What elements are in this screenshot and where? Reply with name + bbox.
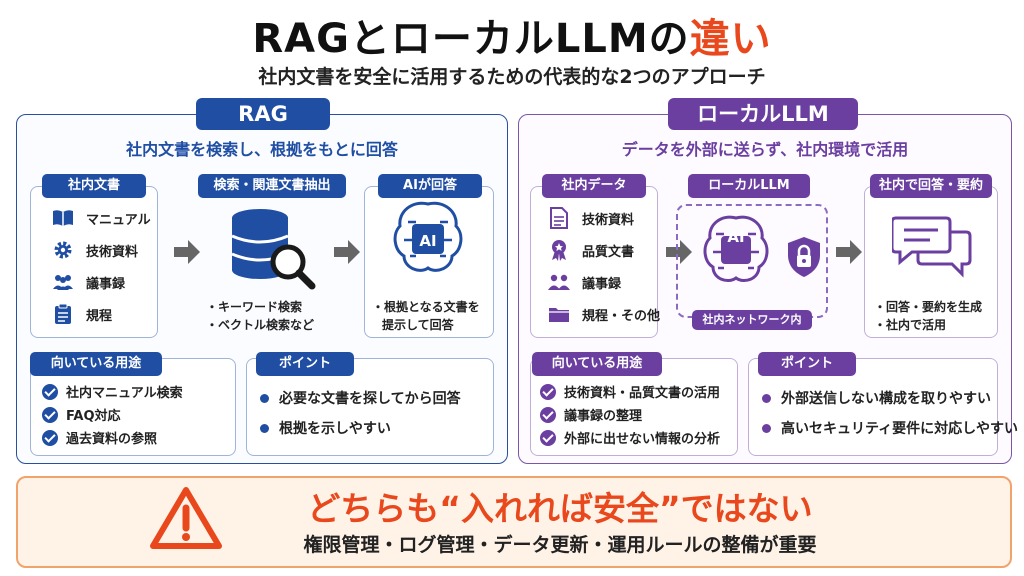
arrow-right-icon (334, 240, 360, 264)
llm-use-item: 議事録の整理 (540, 405, 642, 424)
arrow-right-icon (666, 240, 692, 264)
llm-data-item: 議事録 (548, 271, 621, 293)
llm-uses-label: 向いている用途 (532, 352, 662, 376)
warning-icon (150, 487, 222, 549)
internal-network-label: 社内ネットワーク内 (692, 310, 812, 330)
llm-tag: ローカルLLM (668, 98, 858, 130)
warning-title: どちらも“入れれば安全”ではない (307, 489, 813, 528)
rag-docs-label: 社内文書 (42, 174, 146, 198)
rag-doc-item: 技術資料 (52, 239, 138, 261)
llm-data-item: 品質文書 (548, 239, 634, 261)
arrow-right-icon (174, 240, 200, 264)
clipboard-icon (52, 303, 74, 325)
ai-brain-icon (703, 215, 769, 282)
check-icon (42, 406, 58, 423)
llm-model-label: ローカルLLM (688, 174, 810, 198)
title-main: RAGとローカルLLMの (252, 16, 690, 62)
llm-data-item: 規程・その他 (548, 303, 660, 325)
title-accent: 違い (689, 16, 772, 62)
shield-lock-icon (788, 237, 820, 277)
document-icon (548, 207, 570, 229)
rag-point-item: 根拠を示しやすい (260, 418, 391, 438)
llm-output-bullet: ・社内で活用 (874, 318, 947, 332)
page-title: RAGとローカルLLMの違い (0, 6, 1024, 64)
rag-answer-bullet: ・根拠となる文書を (372, 300, 480, 314)
ai-brain-icon (393, 201, 463, 272)
rag-use-item: 過去資料の参照 (42, 428, 157, 447)
rag-subtitle: 社内文書を検索し、根拠をもとに回答 (126, 140, 398, 159)
rag-doc-item: 議事録 (52, 271, 125, 293)
rag-search-label: 検索・関連文書抽出 (198, 174, 346, 198)
llm-use-item: 技術資料・品質文書の活用 (540, 382, 720, 401)
chat-bubbles-icon (892, 216, 972, 278)
llm-use-item: 外部に出せない情報の分析 (540, 428, 720, 447)
llm-points-label: ポイント (758, 352, 856, 376)
folder-icon (548, 303, 570, 325)
rag-doc-item: 規程 (52, 303, 112, 325)
check-icon (540, 383, 556, 400)
people-icon (52, 271, 74, 293)
rag-search-bullet: ・ベクトル検索など (206, 318, 315, 332)
check-icon (540, 429, 556, 446)
people-icon (548, 271, 570, 293)
award-icon (548, 239, 570, 261)
rag-point-item: 必要な文書を探してから回答 (260, 388, 461, 408)
llm-output-bullet: ・回答・要約を生成 (874, 300, 983, 314)
rag-use-item: 社内マニュアル検索 (42, 382, 183, 401)
rag-uses-label: 向いている用途 (30, 352, 162, 376)
check-icon (42, 429, 58, 446)
page-subtitle: 社内文書を安全に活用するための代表的な2つのアプローチ (258, 66, 766, 88)
llm-ai-label: AI (727, 228, 745, 246)
database-search-icon (231, 209, 316, 290)
llm-data-item: 技術資料 (548, 207, 634, 229)
gear-icon (52, 239, 74, 261)
llm-point-item: 高いセキュリティ要件に対応しやすい (762, 418, 1018, 438)
rag-points-label: ポイント (256, 352, 354, 376)
check-icon (540, 406, 556, 423)
rag-tag: RAG (196, 98, 330, 130)
rag-docs-box (30, 186, 158, 338)
warning-subtitle: 権限管理・ログ管理・データ更新・運用ルールの整備が重要 (303, 534, 817, 556)
rag-answer-label: AIが回答 (378, 174, 482, 198)
llm-point-item: 外部送信しない構成を取りやすい (762, 388, 991, 408)
llm-output-label: 社内で回答・要約 (870, 174, 992, 198)
llm-subtitle: データを外部に送らず、社内環境で活用 (621, 140, 909, 159)
rag-answer-bullet: 提示して回答 (382, 318, 454, 332)
rag-doc-item: マニュアル (52, 207, 151, 229)
rag-answer-box (364, 186, 494, 338)
arrow-right-icon (836, 240, 862, 264)
llm-data-label: 社内データ (542, 174, 646, 198)
rag-search-bullet: ・キーワード検索 (206, 300, 303, 314)
check-icon (42, 383, 58, 400)
rag-use-item: FAQ対応 (42, 405, 121, 424)
book-icon (52, 207, 74, 229)
rag-ai-label: AI (419, 232, 437, 250)
